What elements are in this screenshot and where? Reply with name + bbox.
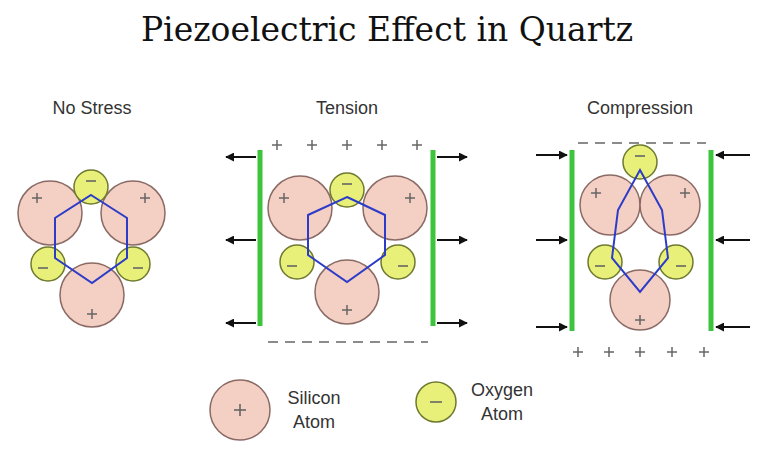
- panel-label: Compression: [587, 98, 693, 119]
- negative-charge: [398, 266, 408, 267]
- surface-charge: [342, 140, 352, 150]
- surface-charge: [412, 140, 422, 150]
- silicon-atom: [60, 263, 124, 327]
- positive-charge: [87, 309, 97, 319]
- surface-charge: [272, 140, 282, 150]
- positive-charge: [342, 305, 352, 315]
- legend-swatch-circle: [416, 382, 456, 422]
- negative-charge: [342, 184, 352, 185]
- silicon-atom: [18, 181, 82, 245]
- diagram-title: Piezoelectric Effect in Quartz: [141, 10, 633, 49]
- force-arrow: [437, 239, 467, 241]
- negative-charge: [133, 268, 143, 269]
- oxygen-atom: [623, 145, 657, 179]
- panel-label: No Stress: [52, 98, 131, 119]
- surface-charge: [604, 347, 614, 357]
- surface-charge: [635, 347, 645, 357]
- force-arrow: [226, 156, 256, 158]
- force-arrow: [716, 326, 750, 328]
- negative-charge: [595, 266, 605, 267]
- positive-charge: [234, 404, 246, 416]
- oxygen-atom: [31, 247, 65, 281]
- electrode-plate: [258, 150, 263, 326]
- oxygen-atom: [381, 245, 415, 279]
- panel-label: Tension: [316, 98, 378, 119]
- negative-charge: [38, 268, 48, 269]
- surface-charge: [699, 347, 709, 357]
- legend-swatch-circle: [210, 380, 270, 440]
- positive-charge: [140, 193, 150, 203]
- quartz-cell-compression: [536, 143, 750, 357]
- force-arrow: [716, 239, 750, 241]
- surface-charge: [307, 140, 317, 150]
- negative-charge: [287, 266, 297, 267]
- surface-charge: [578, 142, 706, 144]
- positive-charge: [680, 188, 690, 198]
- silicon-atom: [363, 176, 427, 240]
- silicon-atom: [640, 175, 700, 235]
- negative-charge: [86, 181, 96, 182]
- silicon-atom: [610, 270, 670, 330]
- bond-hexagon: [612, 170, 668, 292]
- bond-hexagon: [55, 195, 127, 283]
- negative-charge: [676, 266, 686, 267]
- positive-charge: [405, 193, 415, 203]
- force-arrow: [536, 326, 567, 328]
- silicon-atom: [315, 260, 379, 324]
- force-arrow: [226, 239, 256, 241]
- negative-charge: [430, 402, 442, 403]
- oxygen-atom: [74, 170, 108, 204]
- force-arrow: [226, 322, 256, 324]
- positive-charge: [32, 193, 42, 203]
- force-arrow: [437, 322, 467, 324]
- force-arrow: [536, 154, 567, 156]
- negative-charge: [635, 156, 645, 157]
- oxygen-atom: [116, 247, 150, 281]
- legend-label: Silicon Atom: [278, 386, 350, 435]
- surface-charge: [573, 347, 583, 357]
- silicon-atom: [580, 175, 640, 235]
- electrode-plate: [431, 150, 436, 326]
- electrode-plate: [709, 150, 714, 331]
- legend-swatch: [414, 380, 458, 424]
- bond-hexagon: [308, 197, 385, 282]
- positive-charge: [591, 188, 601, 198]
- electrode-plate: [570, 150, 575, 331]
- force-arrow: [437, 156, 467, 158]
- surface-charge: [667, 347, 677, 357]
- force-arrow: [536, 239, 567, 241]
- legend-label: Oxygen Atom: [466, 378, 538, 427]
- quartz-cell-tension: [226, 140, 467, 342]
- legend-swatch: [208, 378, 272, 442]
- surface-charge: [268, 341, 428, 343]
- quartz-cell-no-stress: [18, 170, 165, 327]
- oxygen-atom: [588, 245, 622, 279]
- force-arrow: [716, 154, 750, 156]
- surface-charge: [377, 140, 387, 150]
- positive-charge: [279, 193, 289, 203]
- silicon-atom: [101, 181, 165, 245]
- positive-charge: [635, 315, 645, 325]
